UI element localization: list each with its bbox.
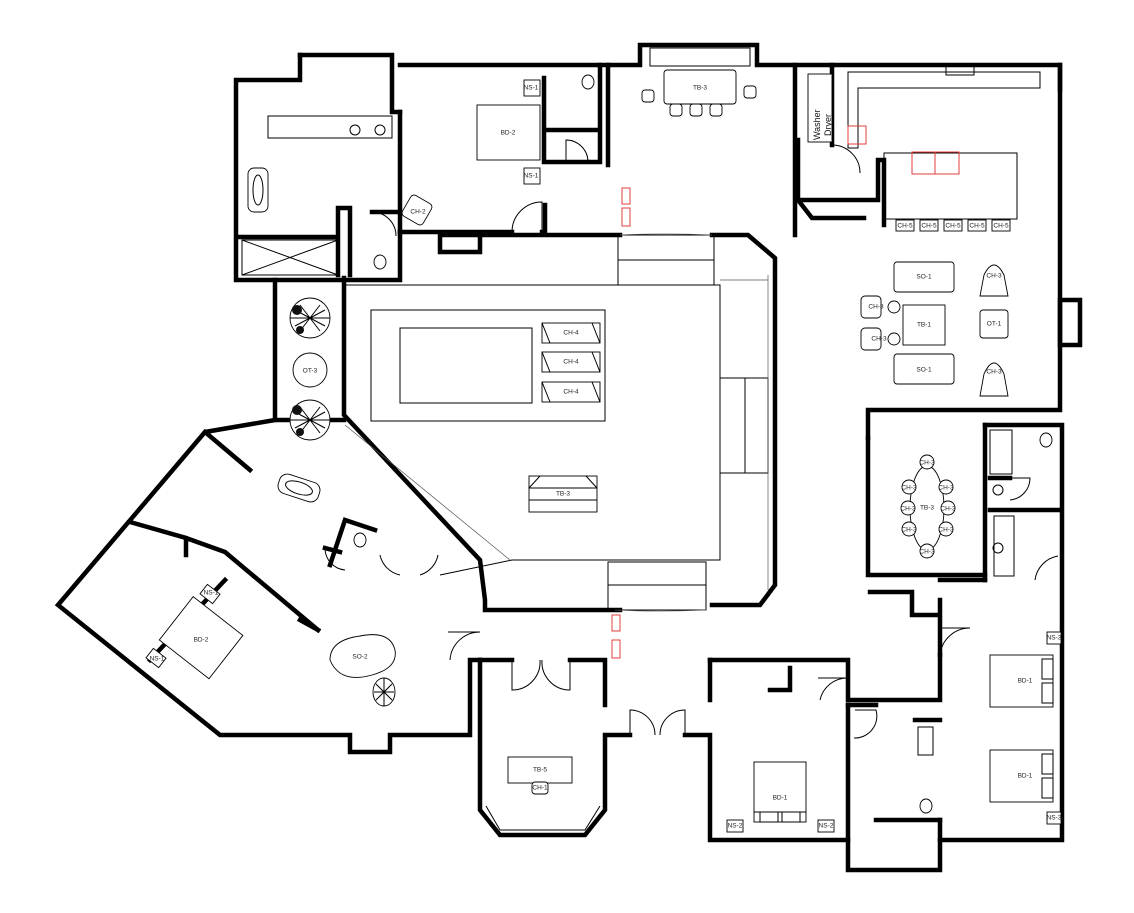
svg-text:BD-1: BD-1 xyxy=(1018,678,1033,685)
svg-text:SO-1: SO-1 xyxy=(916,274,932,281)
svg-text:CH-3: CH-3 xyxy=(986,273,1002,280)
sofa-bottom xyxy=(893,353,955,385)
chair-ne-top xyxy=(979,264,1009,297)
lounge-chair-bottom xyxy=(289,399,331,441)
toilet-south xyxy=(919,798,933,814)
svg-text:CH-3: CH-3 xyxy=(901,527,917,534)
svg-text:OT-1: OT-1 xyxy=(987,321,1002,328)
bed-bd2-west xyxy=(158,596,244,680)
ottoman-ot1 xyxy=(979,309,1009,339)
svg-text:CH-4: CH-4 xyxy=(563,389,579,396)
svg-text:CH-5: CH-5 xyxy=(993,223,1009,230)
bed-bd2-north xyxy=(476,104,541,161)
svg-text:CH-3: CH-3 xyxy=(919,549,935,556)
toilet-bd2 xyxy=(581,74,595,90)
svg-text:CH-3: CH-3 xyxy=(901,485,917,492)
ch2-label: CH-2 xyxy=(410,209,426,216)
bathtub-sw xyxy=(277,473,321,503)
bd2-north-label: BD-2 xyxy=(501,130,516,137)
svg-text:CH-3: CH-3 xyxy=(940,506,956,513)
furniture: BD-2 NS-1 NS-1 CH-2 TB-3 Washer Dryer CH… xyxy=(145,69,1062,833)
svg-text:CH-3: CH-3 xyxy=(900,506,916,513)
svg-text:CH-3: CH-3 xyxy=(938,527,954,534)
lounge-chair-top xyxy=(289,297,331,339)
table-tb1 xyxy=(902,304,946,346)
sofa-top xyxy=(893,261,955,293)
svg-text:TB-5: TB-5 xyxy=(533,767,547,774)
svg-text:CH-5: CH-5 xyxy=(969,223,985,230)
svg-text:NS-2: NS-2 xyxy=(819,823,834,830)
toilet-east xyxy=(1039,432,1053,448)
svg-text:CH-3: CH-3 xyxy=(919,460,935,467)
washer-label: Washer xyxy=(812,109,822,140)
bed-bd1-center xyxy=(753,761,807,823)
svg-text:NS-1: NS-1 xyxy=(150,656,165,663)
door-swings xyxy=(324,139,1059,739)
svg-text:SO-2: SO-2 xyxy=(352,654,368,661)
table-tb5 xyxy=(507,756,573,784)
svg-text:BD-2: BD-2 xyxy=(194,637,209,644)
svg-text:TB-3: TB-3 xyxy=(920,505,934,512)
washer-dryer xyxy=(807,73,833,143)
fixtures xyxy=(247,74,1053,814)
svg-text:BD-1: BD-1 xyxy=(773,795,788,802)
svg-text:BD-1: BD-1 xyxy=(1018,773,1033,780)
svg-text:TB-3: TB-3 xyxy=(556,491,570,498)
nightstand-bd2-top xyxy=(523,79,541,97)
toilet-sw xyxy=(353,532,367,548)
svg-text:NS-3: NS-3 xyxy=(1047,635,1062,642)
chair-ne-bottom xyxy=(979,362,1009,397)
chaises-ch4: CH-4 CH-4 CH-4 xyxy=(541,322,601,403)
toilet-nw xyxy=(373,254,387,270)
svg-text:NS-2: NS-2 xyxy=(728,823,743,830)
svg-text:CH-4: CH-4 xyxy=(563,359,579,366)
walls xyxy=(54,42,1083,873)
svg-text:NS-1: NS-1 xyxy=(524,173,539,180)
svg-text:CH-4: CH-4 xyxy=(563,330,579,337)
svg-text:NS-1: NS-1 xyxy=(204,590,219,597)
svg-text:NS-1: NS-1 xyxy=(524,85,539,92)
svg-text:TB-3: TB-3 xyxy=(693,85,707,92)
svg-text:OT-3: OT-3 xyxy=(303,368,318,375)
ottoman-ot3 xyxy=(292,352,328,388)
chairs-tb3-north xyxy=(641,85,757,117)
svg-text:CH-3: CH-3 xyxy=(986,369,1002,376)
chairs-dining: CH-3 CH-3 CH-3 CH-3 CH-3 CH-3 CH-3 CH-3 xyxy=(900,454,956,559)
sofa-so2 xyxy=(329,634,396,678)
svg-text:CH-1: CH-1 xyxy=(532,785,548,792)
svg-text:CH-5: CH-5 xyxy=(945,223,961,230)
svg-text:NS-3: NS-3 xyxy=(1047,815,1062,822)
svg-text:CH-5: CH-5 xyxy=(897,223,913,230)
svg-text:SO-1: SO-1 xyxy=(916,367,932,374)
nightstand-bd2-bottom xyxy=(523,167,541,185)
svg-text:TB-1: TB-1 xyxy=(917,322,931,329)
svg-text:CH-3: CH-3 xyxy=(938,485,954,492)
svg-text:CH-3: CH-3 xyxy=(871,336,887,343)
dryer-label: Dryer xyxy=(823,114,833,136)
bathtub-nw xyxy=(247,167,269,213)
svg-text:CH-3: CH-3 xyxy=(868,304,884,311)
svg-text:CH-5: CH-5 xyxy=(921,223,937,230)
detail-lines xyxy=(241,47,1041,831)
table-tb3-court xyxy=(528,475,598,513)
stools-ch5: CH-5 CH-5 CH-5 CH-5 CH-5 xyxy=(895,219,1011,232)
